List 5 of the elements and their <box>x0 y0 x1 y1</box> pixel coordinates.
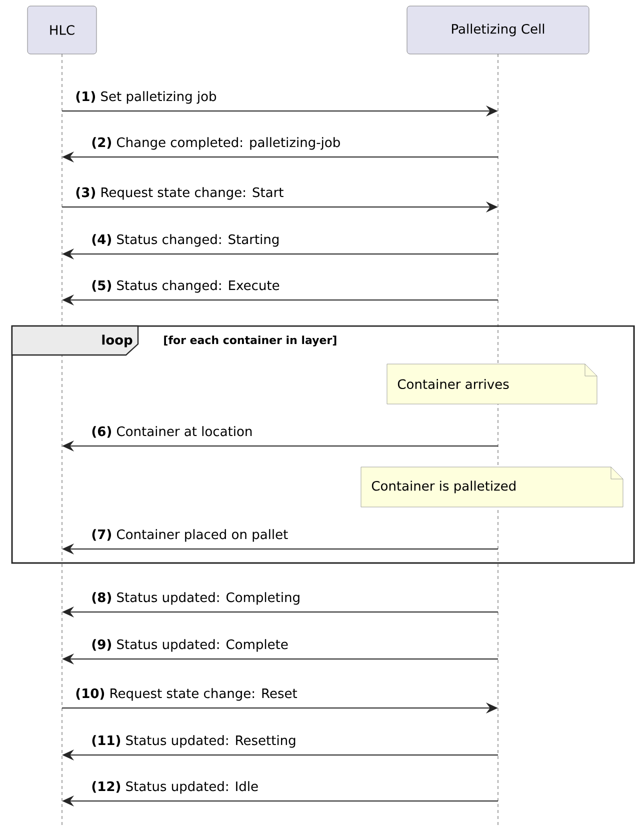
note: Container arrives <box>386 364 598 404</box>
loop-frame <box>11 325 635 564</box>
note: Container is palletized <box>360 466 624 508</box>
loop-tab: loop <box>11 325 139 356</box>
loop-condition: [for each container in layer] <box>164 336 336 346</box>
